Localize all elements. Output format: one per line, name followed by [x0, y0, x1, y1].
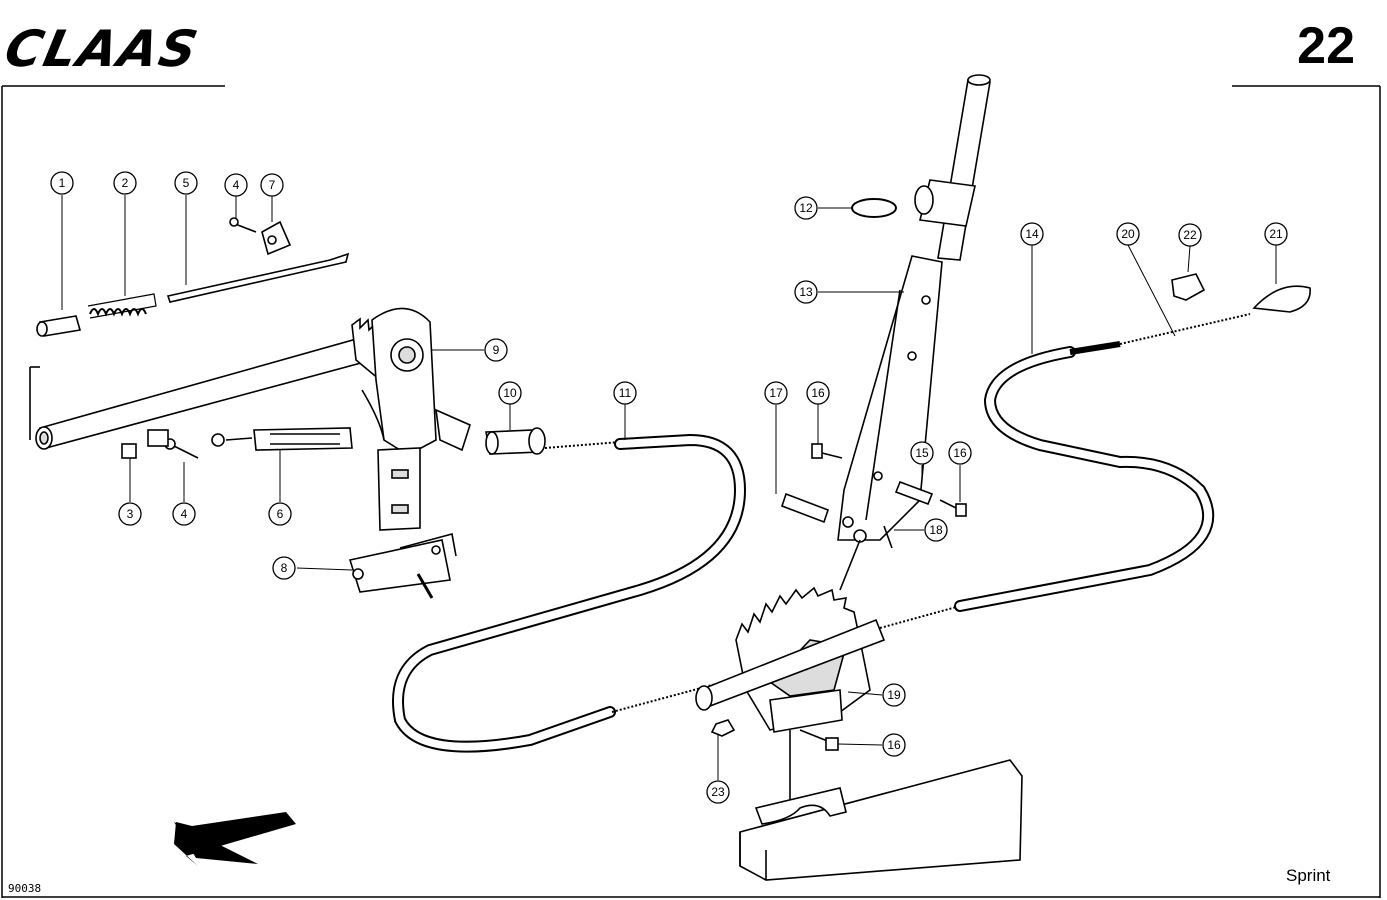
model-name: Sprint	[1286, 866, 1331, 885]
callout-17: 17	[769, 386, 783, 400]
callout-22: 22	[1183, 228, 1197, 242]
hand-lever-assembly	[29, 217, 546, 599]
callout-9: 9	[493, 343, 500, 357]
callout-16-a: 16	[811, 386, 825, 400]
page-number: 22	[1297, 17, 1355, 75]
callout-18: 18	[929, 523, 943, 537]
callout-6: 6	[277, 507, 284, 521]
drawing-number: 90038	[8, 882, 42, 895]
tension-lever-assembly	[695, 74, 1311, 881]
callout-16-c: 16	[887, 738, 901, 752]
control-cable	[392, 313, 1251, 753]
page-frame	[1, 85, 1381, 898]
callout-7: 7	[269, 178, 276, 192]
callout-3: 3	[127, 507, 134, 521]
leader-lines	[61, 195, 1277, 780]
callout-13: 13	[799, 285, 813, 299]
arrow-left-down-icon	[174, 812, 296, 866]
callout-14: 14	[1025, 227, 1039, 241]
callout-1: 1	[59, 176, 66, 190]
callout-markers	[50, 171, 1288, 804]
callout-19: 19	[887, 688, 901, 702]
callout-numbers: 1 2 5 4 7 3 4 6 9 10 11 8 12 13 14 20 22…	[59, 176, 1283, 799]
callout-10: 10	[503, 386, 517, 400]
callout-11: 11	[619, 386, 632, 400]
callout-15: 15	[915, 446, 929, 460]
callout-21: 21	[1269, 227, 1283, 241]
callout-16-b: 16	[953, 446, 967, 460]
callout-2: 2	[122, 176, 129, 190]
callout-4-top: 4	[233, 178, 240, 192]
callout-20: 20	[1121, 227, 1135, 241]
callout-8: 8	[281, 561, 288, 575]
callout-23: 23	[711, 785, 725, 799]
callout-4-bottom: 4	[181, 507, 188, 521]
callout-5: 5	[183, 176, 190, 190]
callout-12: 12	[799, 201, 813, 215]
